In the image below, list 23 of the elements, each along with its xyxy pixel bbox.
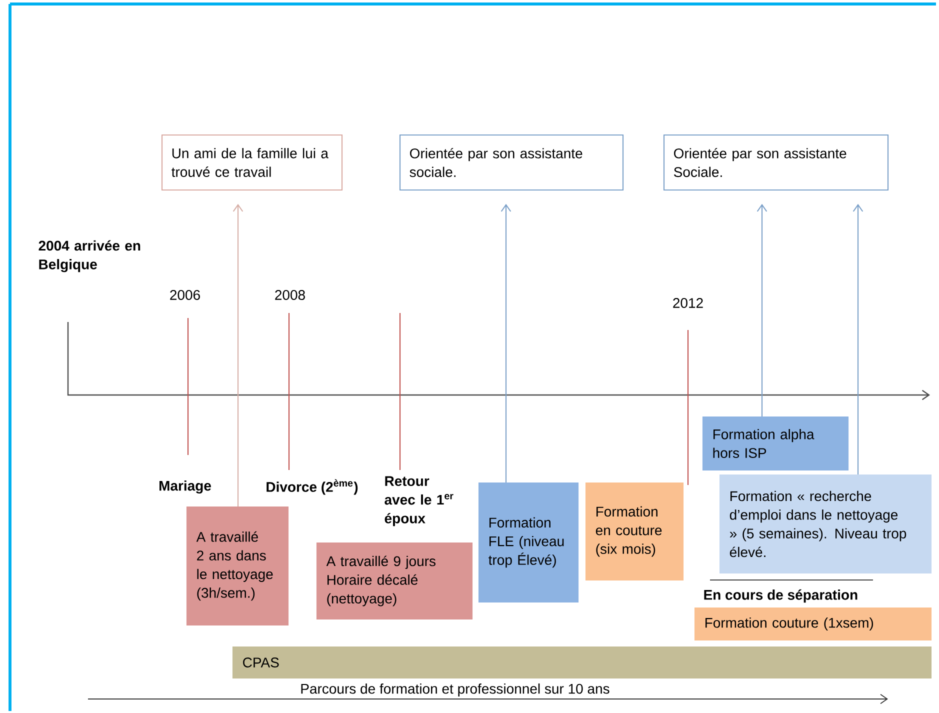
work-box: A travaillé 9 jours Horaire décalé (nettoyage) xyxy=(316,542,473,620)
arrow xyxy=(852,204,864,474)
training-box: Formation alpha hors ISP xyxy=(702,416,849,471)
note-box: Un ami de la famille lui a trouvé ce travail xyxy=(161,134,343,191)
training-box: Formation en couture (six mois) xyxy=(585,482,684,581)
training-box: Formation couture (1xsem) xyxy=(694,607,932,641)
work-box: A travaillé 2 ans dans le nettoyage (3h/sem.) xyxy=(186,506,289,626)
arrow xyxy=(500,204,512,482)
event-label: Mariage xyxy=(160,480,211,494)
training-box: Formation FLE (niveau trop Élevé) xyxy=(478,482,579,603)
event-label: En cours de séparation xyxy=(704,589,858,603)
year-label: 2012 xyxy=(673,298,703,308)
event-label: 2004 arrivée en Belgique xyxy=(38,240,140,272)
year-label: 2006 xyxy=(170,290,200,300)
training-box: Formation « recherche d’emploi dans le nettoyage » (5 semaines). Niveau trop élevé. xyxy=(719,474,932,574)
note-box: Orientée par son assistante sociale. xyxy=(399,134,624,191)
event-label: Retour avec le 1$^{er}$ époux xyxy=(384,476,454,526)
arrow xyxy=(756,204,768,416)
event-label: Divorce (2$^{ème}$) xyxy=(266,479,358,495)
arrow xyxy=(232,204,244,506)
year-label: 2008 xyxy=(275,290,305,300)
note-box: Orientée par son assistante Sociale. xyxy=(663,134,889,191)
cpas-bar: CPAS xyxy=(232,646,932,679)
